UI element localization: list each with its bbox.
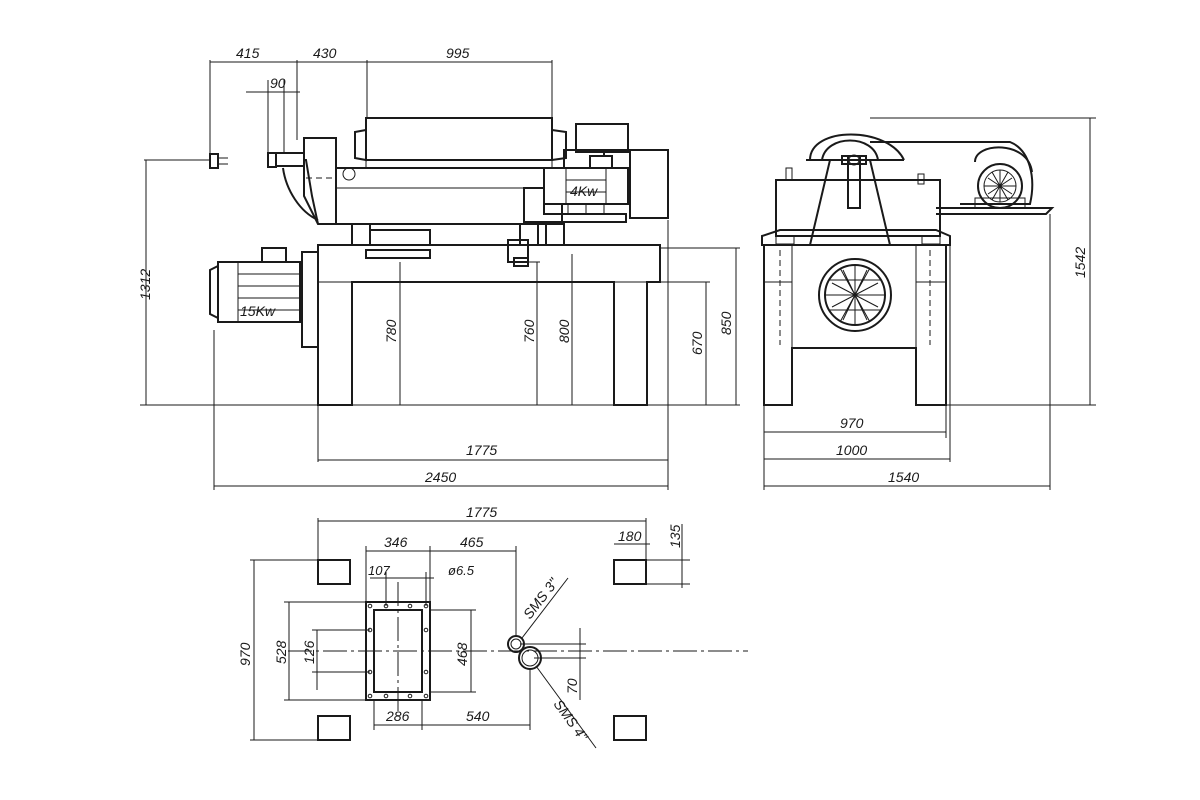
dim-995: 995 [446, 45, 470, 61]
decanter-body [271, 117, 567, 267]
dim-2450: 2450 [424, 469, 456, 485]
dim-346: 346 [384, 534, 408, 550]
dim-286: 286 [385, 708, 410, 724]
dim-107: 107 [368, 563, 390, 578]
dim-415: 415 [236, 45, 260, 61]
front-view: 970 1000 1540 1542 [761, 117, 1096, 490]
dim-760: 760 [521, 319, 537, 343]
dim-126: 126 [301, 640, 317, 664]
dim-780: 780 [383, 319, 399, 343]
foot-bottom-right [613, 715, 647, 741]
foot-top-right [613, 559, 647, 585]
dim-540: 540 [466, 708, 490, 724]
small-motor-label: 4Kw [570, 183, 598, 199]
dim-1542: 1542 [1072, 247, 1088, 278]
dim-90: 90 [270, 75, 286, 91]
foot-bottom-left [317, 715, 351, 741]
dim-1000: 1000 [836, 442, 867, 458]
dim-1540: 1540 [888, 469, 919, 485]
main-motor: 15Kw [209, 247, 301, 323]
dim-800: 800 [556, 319, 572, 343]
sms3-label: SMS 3" [520, 574, 562, 622]
back-drive: 4Kw [523, 123, 669, 223]
side-view: 15Kw [137, 45, 740, 490]
front-dimensions: 970 1000 1540 1542 [763, 117, 1096, 490]
feed-tube [209, 152, 277, 169]
dim-468: 468 [454, 642, 470, 666]
dim-6-5: ø6.5 [448, 563, 475, 578]
dim-430: 430 [313, 45, 337, 61]
main-motor-label: 15Kw [240, 303, 276, 319]
dim-180: 180 [618, 528, 642, 544]
foot-top-left [317, 559, 351, 585]
plan-dimensions: 1775 346 465 180 135 107 ø6.5 970 [237, 504, 690, 741]
dim-1312: 1312 [137, 269, 153, 300]
dim-850: 850 [718, 311, 734, 335]
dim-70: 70 [564, 678, 580, 694]
motor-mount-plate [301, 251, 319, 348]
side-dimensions: 415 430 995 90 1312 780 760 800 6 [137, 45, 740, 490]
dim-1775-side: 1775 [466, 442, 497, 458]
front-frame [763, 244, 947, 406]
side-frame [317, 244, 661, 406]
dim-1775-plan: 1775 [466, 504, 497, 520]
dim-970-plan: 970 [237, 642, 253, 666]
plan-view: SMS 3" SMS 4" 1775 346 465 180 135 107 ø [237, 504, 748, 749]
sms4-label: SMS 4" [551, 696, 592, 744]
dim-135: 135 [667, 524, 683, 548]
dim-970-front: 970 [840, 415, 864, 431]
dim-528: 528 [273, 640, 289, 664]
dim-670: 670 [689, 331, 705, 355]
dim-465: 465 [460, 534, 484, 550]
